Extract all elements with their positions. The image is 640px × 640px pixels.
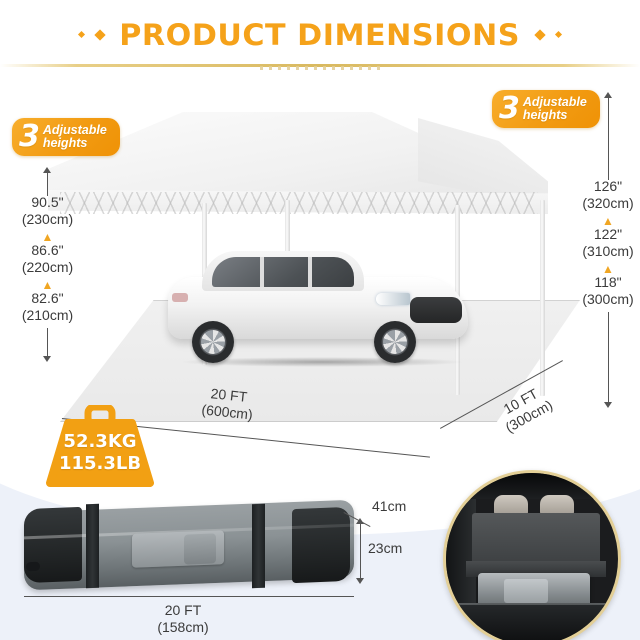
right-height-2-metric: (310cm) xyxy=(582,243,634,259)
right-measure-line-top xyxy=(608,98,609,180)
diamond-icon xyxy=(77,31,85,39)
badge-number: 3 xyxy=(499,91,520,126)
right-height-2-imperial: 122" xyxy=(593,226,623,242)
right-height-3: 118" (300cm) xyxy=(560,274,640,308)
badge-text: Adjustable heights xyxy=(43,124,107,150)
car-headlight xyxy=(376,293,410,305)
photo-trunk-wall xyxy=(446,493,476,613)
car-rear-wheel xyxy=(192,321,234,363)
bag-length-label: 20 FT (158cm) xyxy=(118,602,248,636)
right-height-2: 122" (310cm) xyxy=(560,226,640,260)
canopy-valance xyxy=(48,190,548,214)
bag-height-arrow-bottom xyxy=(356,578,364,584)
bag-height-line xyxy=(360,522,361,580)
left-measure-arrow-bottom xyxy=(43,356,51,362)
weight-lb: 115.3LB xyxy=(58,453,142,474)
badge-number: 3 xyxy=(19,119,40,154)
left-height-3: 82.6" (210cm) xyxy=(0,290,95,324)
right-height-3-imperial: 118" xyxy=(594,274,622,290)
car-illustration xyxy=(168,245,468,367)
trunk-photo-inset xyxy=(443,470,621,640)
photo-seatback xyxy=(472,513,600,565)
left-height-2-imperial: 86.6" xyxy=(31,242,64,258)
diamond-icon xyxy=(555,31,563,39)
badge-line2: heights xyxy=(522,108,568,122)
carry-bag-wheel xyxy=(26,561,40,572)
chevron-up-icon: ▲ xyxy=(602,262,614,276)
right-height-1-metric: (320cm) xyxy=(582,195,634,211)
car-c-pillar xyxy=(308,257,312,287)
canopy-leg xyxy=(540,200,545,396)
carry-bag-strap xyxy=(86,503,99,589)
photo-headrest xyxy=(540,495,574,515)
car-b-pillar xyxy=(260,257,264,287)
weight-values: 52.3KG 115.3LB xyxy=(38,431,162,475)
left-height-1-imperial: 90.5" xyxy=(31,194,64,210)
diamond-icon xyxy=(94,29,106,41)
chevron-up-icon: ▲ xyxy=(41,230,54,244)
title-divider-dots xyxy=(260,66,380,70)
left-height-1: 90.5" (230cm) xyxy=(0,194,95,228)
car-front-wheel xyxy=(374,321,416,363)
badge-line2: heights xyxy=(42,136,88,150)
photo-headrest xyxy=(494,495,528,515)
adjustable-heights-badge-right: 3 Adjustable heights xyxy=(492,90,600,128)
chevron-up-icon: ▲ xyxy=(41,278,54,292)
page-title: PRODUCT DIMENSIONS xyxy=(119,18,521,52)
right-measure-line-bottom xyxy=(608,312,609,404)
car-shadow xyxy=(178,357,466,367)
carry-bag-end-left xyxy=(24,506,82,584)
bag-height-arrow-top xyxy=(356,518,364,524)
photo-carry-bag-handle xyxy=(504,579,548,603)
left-height-1-metric: (230cm) xyxy=(21,211,74,227)
bag-depth-label: 41cm xyxy=(372,498,407,514)
badge-line1: Adjustable xyxy=(522,95,587,109)
weight-badge: 52.3KG 115.3LB xyxy=(38,403,162,487)
car-grille xyxy=(410,297,462,323)
diamond-icon xyxy=(534,29,546,41)
car-taillight xyxy=(172,293,188,302)
right-measure-arrow-bottom xyxy=(604,402,612,408)
title-divider xyxy=(0,64,640,67)
canopy-truss-frame xyxy=(60,192,538,214)
right-height-1-imperial: 126" xyxy=(593,178,623,194)
bag-length-metric: (158cm) xyxy=(157,619,209,635)
left-measure-line-top xyxy=(47,172,48,196)
right-height-3-metric: (300cm) xyxy=(582,291,634,307)
chevron-up-icon: ▲ xyxy=(602,214,614,228)
car-windows xyxy=(212,257,354,287)
adjustable-heights-badge-left: 3 Adjustable heights xyxy=(12,118,120,156)
title-ornament-right xyxy=(529,26,566,44)
badge-line1: Adjustable xyxy=(42,123,107,137)
carry-bag-strap xyxy=(252,503,265,589)
title-ornament-left xyxy=(74,26,111,44)
carry-bag-illustration xyxy=(24,499,354,591)
left-height-3-imperial: 82.6" xyxy=(31,290,64,306)
photo-trunk-floor xyxy=(446,605,618,640)
badge-text: Adjustable heights xyxy=(523,96,587,122)
carry-bag-handle-grip xyxy=(184,533,216,565)
right-height-1: 126" (320cm) xyxy=(560,178,640,212)
carry-bag-end-right xyxy=(292,506,350,584)
weight-kg: 52.3KG xyxy=(63,431,137,452)
left-measure-line-bottom xyxy=(47,328,48,358)
left-height-3-metric: (210cm) xyxy=(21,307,74,323)
bag-length-line xyxy=(24,596,354,597)
left-height-2: 86.6" (220cm) xyxy=(0,242,95,276)
left-measure-arrow-top xyxy=(43,167,51,173)
photo-tailgate xyxy=(446,473,618,499)
bag-length-imperial: 20 FT xyxy=(164,602,202,618)
weight-icon xyxy=(46,403,154,487)
left-height-2-metric: (220cm) xyxy=(21,259,74,275)
right-measure-arrow-top xyxy=(604,92,612,98)
bag-height-label: 23cm xyxy=(368,540,403,556)
page-title-block: PRODUCT DIMENSIONS xyxy=(0,18,640,52)
